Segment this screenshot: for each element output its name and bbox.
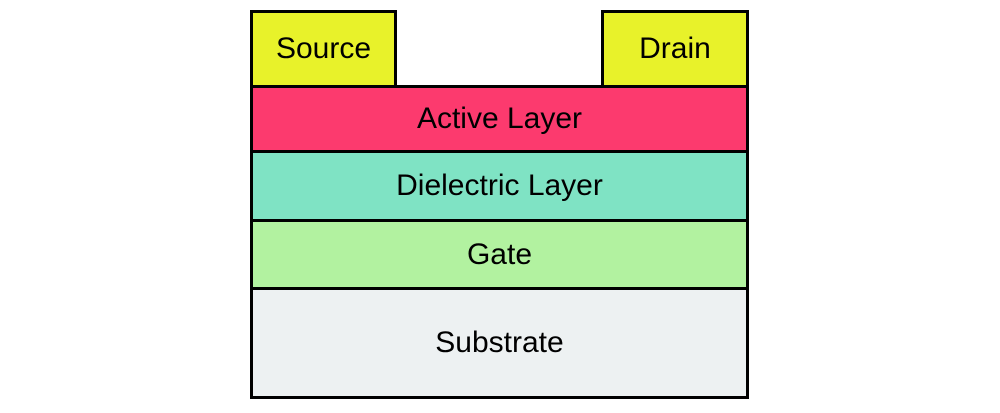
source-label: Source [275,32,372,65]
drain-electrode: Drain [601,10,749,88]
source-electrode: Source [250,10,397,88]
dielectric-layer-label: Dielectric Layer [396,169,603,202]
dielectric-layer: Dielectric Layer [250,150,749,222]
active-layer: Active Layer [250,85,749,153]
drain-label: Drain [639,32,711,65]
gate-layer: Gate [250,219,749,290]
device-cross-section-diagram: Source Drain Active Layer Dielectric Lay… [250,10,749,399]
active-layer-label: Active Layer [416,102,583,135]
gate-layer-label: Gate [466,237,533,271]
substrate-layer: Substrate [250,287,749,399]
substrate-layer-label: Substrate [435,326,564,359]
